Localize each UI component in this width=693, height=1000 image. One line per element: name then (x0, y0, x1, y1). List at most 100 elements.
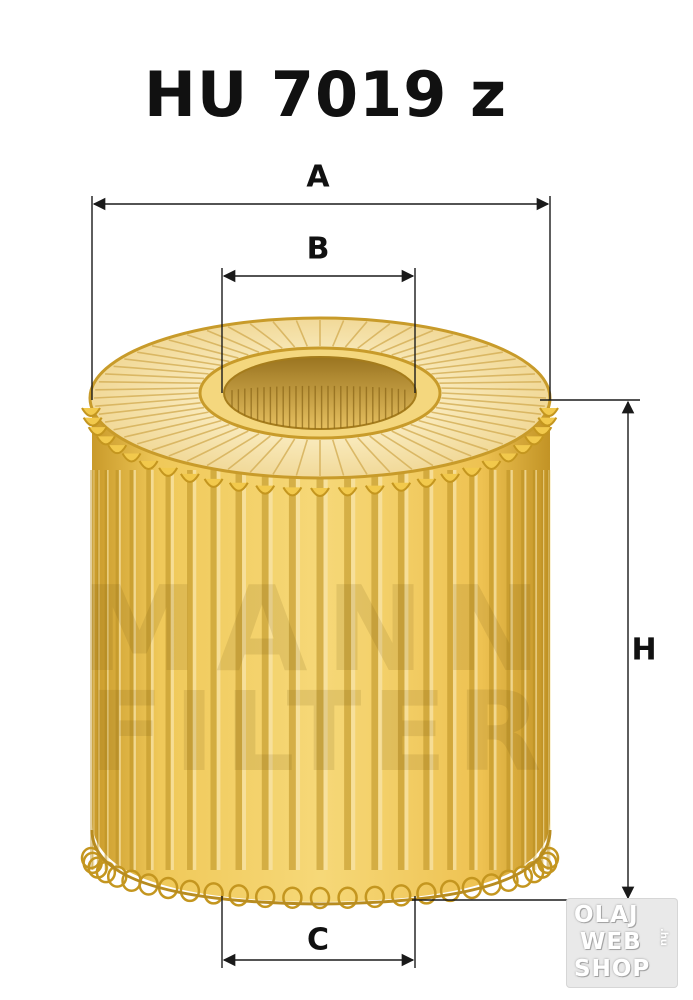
part-number-title: HU 7019 z (144, 58, 508, 131)
pleat-fold (548, 470, 550, 870)
watermark-line-2: FILTER (89, 668, 552, 796)
pleat-fold (506, 470, 511, 870)
bottom-scallop (364, 885, 386, 909)
pleat-highlight (510, 470, 513, 870)
rim-scallop (138, 460, 159, 471)
badge-line-3: SHOP (574, 956, 651, 982)
rim-scallop (498, 452, 519, 463)
pleat-highlight (170, 470, 174, 870)
pleat-fold (489, 470, 494, 870)
rim-scallop (537, 417, 558, 427)
dimension-h-label: H (631, 632, 657, 668)
top-ray (249, 437, 283, 473)
pleat-fold (521, 470, 525, 870)
rim-scallop (121, 452, 142, 463)
top-ray (401, 427, 472, 457)
pleat-highlight (216, 470, 221, 870)
top-ray (425, 358, 516, 371)
pleat-highlight (93, 470, 95, 870)
pleat-fold (104, 470, 108, 870)
pleat-fold (165, 470, 171, 870)
pleat-highlight (351, 470, 356, 870)
pleat-fold (541, 470, 544, 870)
pleat-fold (532, 470, 536, 870)
rim-scallop (310, 487, 330, 497)
dimension-a-label: A (306, 159, 330, 195)
watermark: MANN FILTER (81, 560, 559, 796)
watermark-line-1: MANN (81, 560, 559, 698)
bottom-scallop (416, 882, 437, 905)
top-ray (380, 329, 434, 354)
top-ray (105, 373, 205, 380)
top-ray (418, 351, 503, 367)
top-ray (418, 419, 504, 445)
rim-scallop (539, 407, 559, 417)
pleat-fold (187, 470, 193, 870)
pleat-highlight (452, 470, 457, 870)
bottom-scallop (439, 879, 461, 903)
dimension-c-label: C (306, 922, 330, 958)
top-ray (206, 329, 260, 354)
top-ray (391, 430, 454, 462)
top-ray (344, 438, 368, 475)
rim-scallop (364, 485, 385, 495)
pleat-fold (288, 470, 296, 870)
rim-scallop (481, 460, 502, 471)
top-ray (206, 433, 260, 467)
pleat-highlight (133, 470, 136, 870)
top-ray (401, 339, 472, 359)
top-ray (186, 430, 249, 462)
bottom-scallop (282, 886, 303, 909)
pleat-highlight (524, 470, 527, 870)
rim-scallop (203, 478, 224, 488)
top-ray (357, 437, 391, 473)
top-ray (435, 373, 535, 380)
pleat-highlight (268, 470, 273, 870)
pleat-highlight (150, 470, 154, 870)
top-ray (441, 387, 545, 391)
top-ray (410, 345, 489, 363)
top-ray (124, 415, 215, 438)
top-ray (137, 351, 222, 367)
pleat-fold (91, 470, 94, 870)
filter-top-face (81, 316, 559, 497)
bottom-scallop (254, 885, 276, 909)
top-ray (272, 438, 296, 475)
rim-scallop (255, 485, 276, 495)
bottom-scallop (179, 879, 201, 903)
top-ray (331, 439, 345, 476)
top-ray (344, 321, 368, 348)
top-ray (332, 320, 345, 347)
rim-scallop (82, 417, 103, 427)
pleat-fold (344, 470, 352, 870)
top-ray (439, 380, 542, 385)
top-ray (431, 365, 527, 375)
top-ray (435, 406, 536, 423)
inner-core-pleats (231, 385, 406, 429)
rim-scallop (158, 467, 179, 477)
pleat-fold (129, 470, 134, 870)
pleat-fold (397, 470, 405, 870)
badge-domain-suffix: .hu (658, 928, 669, 947)
top-ray (151, 345, 230, 363)
pleat-fold (447, 470, 453, 870)
pleat-highlight (404, 470, 409, 870)
bottom-scallop (309, 886, 331, 910)
top-ray (272, 321, 296, 348)
rim-scallop (81, 407, 101, 417)
pleat-highlight (378, 470, 383, 870)
pleat-highlight (535, 470, 537, 870)
top-ray (113, 411, 209, 431)
top-pleat-rays (93, 320, 547, 476)
badge-line-2: WEB (580, 929, 642, 955)
filter-body (80, 400, 560, 910)
top-ray (295, 439, 309, 476)
top-ray (95, 397, 199, 407)
pleat-highlight (118, 470, 121, 870)
top-ray (124, 358, 215, 371)
top-ray (439, 401, 542, 416)
top-scallop-rim (81, 407, 559, 497)
top-ray (113, 365, 209, 375)
